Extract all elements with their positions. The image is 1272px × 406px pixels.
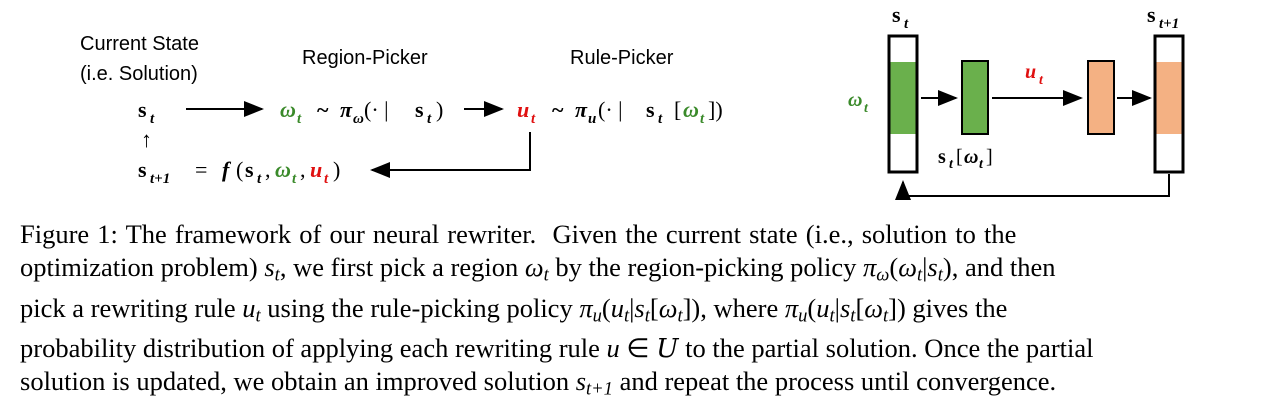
svg-text:u: u bbox=[517, 97, 529, 122]
svg-text:t: t bbox=[658, 111, 663, 127]
svg-text:[: [ bbox=[956, 146, 963, 168]
svg-text:s: s bbox=[646, 97, 655, 122]
up-arrow: ↑ bbox=[141, 127, 152, 152]
update-equation: s t+1 = f ( s t , ω t , u t ) bbox=[138, 157, 340, 187]
figure-caption: Figure 1: The framework of our neural re… bbox=[20, 218, 1256, 406]
caption-line-1: Figure 1: The framework of our neural re… bbox=[20, 219, 1017, 249]
loop-arrow bbox=[895, 174, 1170, 200]
region-block bbox=[961, 60, 989, 135]
svg-text:f: f bbox=[222, 157, 232, 182]
region-picker-label: Region-Picker bbox=[302, 47, 428, 69]
svg-text:): ) bbox=[436, 97, 443, 122]
region-highlight bbox=[890, 62, 916, 134]
svg-text:t: t bbox=[1039, 73, 1044, 88]
svg-text:u: u bbox=[1025, 61, 1036, 83]
svg-text:t: t bbox=[292, 171, 297, 187]
svg-text:t: t bbox=[949, 157, 954, 172]
current-state-label-2: (i.e. Solution) bbox=[80, 63, 198, 85]
svg-text:ω: ω bbox=[353, 111, 364, 127]
svg-text:s: s bbox=[245, 157, 254, 182]
svg-text:~: ~ bbox=[552, 97, 564, 122]
framework-diagram: Current State (i.e. Solution) Region-Pic… bbox=[80, 2, 1185, 200]
svg-text:t: t bbox=[427, 111, 432, 127]
svg-text:ω: ω bbox=[683, 97, 699, 122]
caption-line-3: pick a rewriting rule ut using the rule-… bbox=[20, 292, 1008, 327]
svg-text:ω: ω bbox=[280, 97, 296, 122]
caption-line-2: optimization problem) st, we first pick … bbox=[20, 252, 1056, 286]
svg-text:π: π bbox=[340, 97, 353, 122]
svg-text:s: s bbox=[138, 97, 147, 122]
svg-text:,: , bbox=[265, 157, 271, 182]
framework-figure: Current State (i.e. Solution) Region-Pic… bbox=[80, 2, 1185, 200]
svg-text:s: s bbox=[938, 146, 946, 168]
svg-text:=: = bbox=[195, 157, 207, 182]
svg-text:t: t bbox=[297, 111, 302, 127]
svg-text:): ) bbox=[333, 157, 340, 182]
svg-text:s: s bbox=[1147, 2, 1156, 27]
svg-text:t+1: t+1 bbox=[1159, 16, 1179, 32]
svg-text:~: ~ bbox=[317, 97, 329, 122]
svg-text:t: t bbox=[257, 171, 262, 187]
svg-text:t: t bbox=[700, 111, 705, 127]
svg-text:u: u bbox=[588, 111, 596, 127]
rule-picker-label: Rule-Picker bbox=[570, 47, 674, 69]
svg-text:t: t bbox=[150, 111, 155, 127]
svg-text:(· |: (· | bbox=[364, 97, 389, 122]
state-block-diagram: s t s t+1 ω t s t [ ω t ] u t bbox=[848, 2, 1185, 200]
svg-text:t: t bbox=[864, 101, 869, 116]
svg-text:t: t bbox=[979, 157, 984, 172]
svg-text:s: s bbox=[415, 97, 424, 122]
caption-line-5: solution is updated, we obtain an improv… bbox=[20, 366, 1057, 400]
current-state-label-1: Current State bbox=[80, 33, 199, 55]
svg-text:ω: ω bbox=[275, 157, 291, 182]
svg-text:t: t bbox=[904, 16, 909, 32]
svg-text:ω: ω bbox=[848, 89, 862, 111]
svg-text:]: ] bbox=[986, 146, 993, 168]
arrow-update-feedback bbox=[370, 132, 531, 178]
rule-policy-expression: u t ~ π u (· | s t [ ω t ]) bbox=[517, 97, 723, 127]
state-s-t: s t bbox=[138, 97, 155, 127]
caption-line-4: probability distribution of applying eac… bbox=[20, 333, 1094, 365]
svg-text:s: s bbox=[892, 2, 901, 27]
region-policy-expression: ω t ~ π ω (· | s t ) bbox=[280, 97, 443, 127]
svg-text:t+1: t+1 bbox=[150, 171, 170, 187]
svg-text:(: ( bbox=[236, 157, 243, 182]
svg-text:t: t bbox=[531, 111, 536, 127]
svg-text:π: π bbox=[575, 97, 588, 122]
svg-text:(· |: (· | bbox=[598, 97, 623, 122]
svg-text:]): ]) bbox=[708, 97, 723, 122]
svg-text:ω: ω bbox=[964, 146, 978, 168]
svg-text:u: u bbox=[310, 157, 322, 182]
svg-text:s: s bbox=[138, 157, 147, 182]
svg-text:[: [ bbox=[674, 97, 681, 122]
rewritten-highlight bbox=[1156, 62, 1182, 134]
rewritten-block bbox=[1087, 60, 1115, 135]
svg-text:t: t bbox=[324, 171, 329, 187]
svg-text:,: , bbox=[300, 157, 306, 182]
